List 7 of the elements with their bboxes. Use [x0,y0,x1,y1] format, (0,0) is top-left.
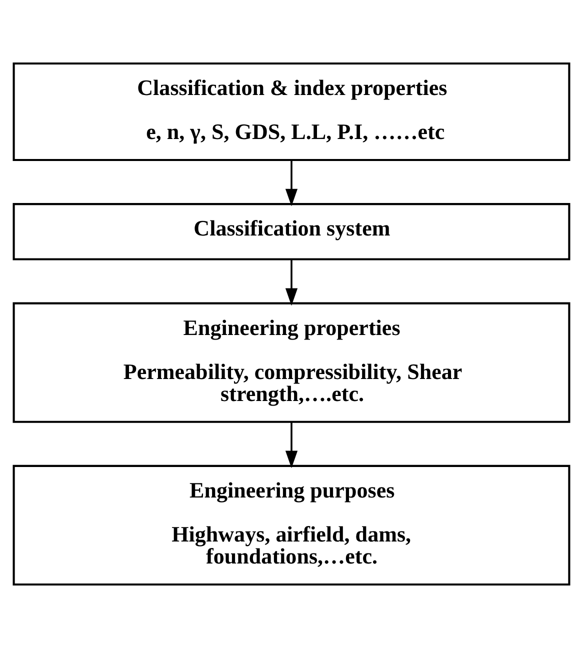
node-box: Classification system [12,202,570,260]
node-box: Classification & index properties e, n, γ, S, GDS, L.L, P.I, ……etc [12,62,570,161]
arrow [285,422,298,468]
node-box: Engineering properties Permeability, compressibility, Shear strength,….etc. [12,302,570,422]
node-box: Engineering purposes Highways, airfield, dams, foundations,…etc. [12,464,570,586]
arrow [285,160,298,206]
arrow [285,259,298,306]
